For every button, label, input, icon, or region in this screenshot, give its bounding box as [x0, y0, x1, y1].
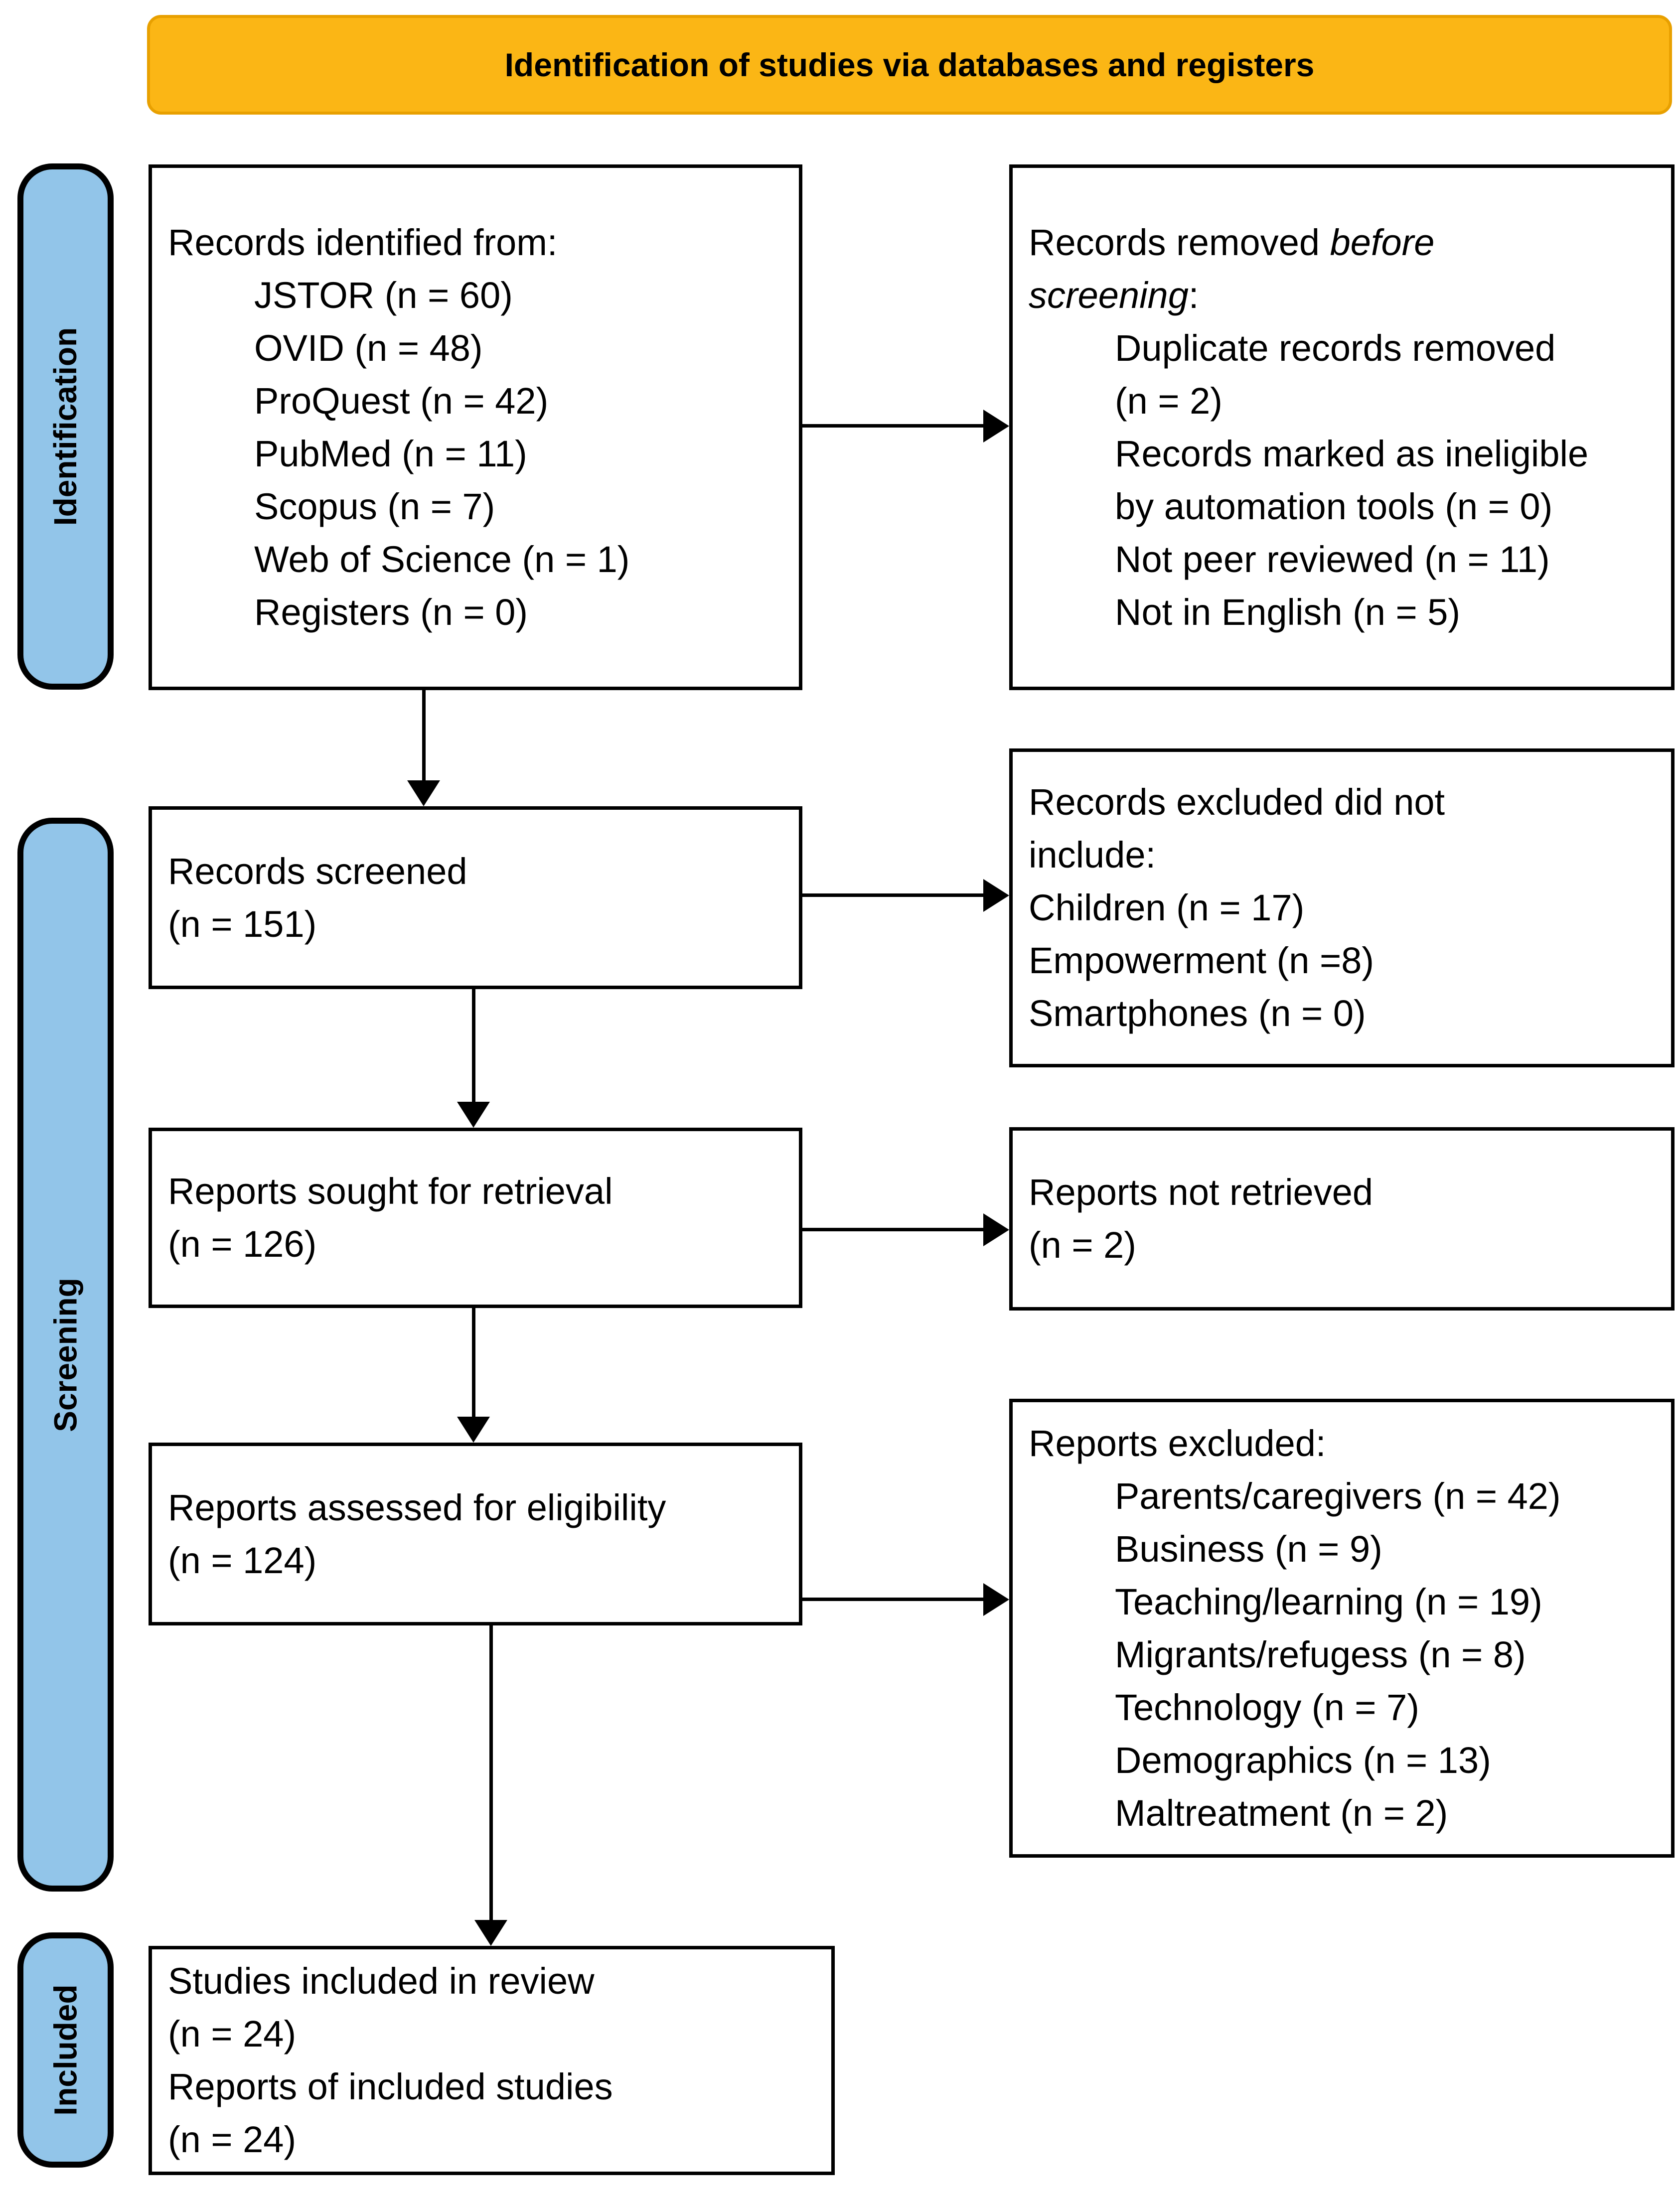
- box-reports-excluded: Reports excluded: Parents/caregivers (n =…: [1009, 1399, 1675, 1858]
- box-line: Records removed before: [1013, 216, 1671, 269]
- sidebar-bar-screening: Screening: [17, 818, 114, 1892]
- box-studies-included: Studies included in review (n = 24) Report…: [149, 1946, 835, 2175]
- arrow-identified-to-screened-head: [407, 780, 440, 806]
- box-line: (n = 24): [168, 2013, 297, 2055]
- sidebar-label-included: Included: [47, 1984, 84, 2116]
- arrow-sought-to-assessed-stem: [472, 1308, 475, 1418]
- box-line: Smartphones (n = 0): [1029, 993, 1366, 1034]
- box-line: screening:: [1013, 269, 1671, 322]
- sidebar-bar-included: Included: [17, 1932, 114, 2168]
- box-line: Demographics (n = 13): [1115, 1739, 1491, 1781]
- arrow-screened-to-excluded-head: [983, 879, 1009, 912]
- arrow-identified-to-removed-stem: [802, 424, 984, 428]
- box-line: by automation tools (n = 0): [1115, 485, 1553, 527]
- arrow-assessed-to-included-stem: [489, 1625, 493, 1921]
- box-line: OVID (n = 48): [254, 327, 483, 369]
- box-line: JSTOR (n = 60): [254, 274, 513, 316]
- box-line: Children (n = 17): [1029, 887, 1305, 928]
- arrow-assessed-to-excluded-head: [983, 1583, 1009, 1616]
- box-line: Technology (n = 7): [1115, 1686, 1419, 1728]
- box-records-screened: Records screened (n = 151): [149, 806, 802, 989]
- arrow-screened-to-sought-stem: [472, 989, 475, 1103]
- box-line: Scopus (n = 7): [254, 485, 495, 527]
- box-line: include:: [1029, 834, 1156, 876]
- box-line: (n = 124): [168, 1539, 317, 1581]
- banner-label: Identification of studies via databases …: [504, 46, 1315, 83]
- text-segment: :: [1188, 274, 1199, 316]
- arrow-identified-to-screened-stem: [422, 690, 426, 781]
- box-line: Reports of included studies: [168, 2066, 613, 2107]
- arrow-assessed-to-excluded-stem: [802, 1598, 984, 1601]
- box-line: ProQuest (n = 42): [254, 380, 549, 422]
- box-line: (n = 151): [168, 903, 317, 945]
- box-line: Studies included in review: [168, 1960, 595, 2002]
- box-line: Registers (n = 0): [254, 591, 528, 633]
- box-line: PubMed (n = 11): [254, 433, 527, 474]
- box-reports-not-retrieved: Reports not retrieved (n = 2): [1009, 1127, 1675, 1311]
- box-line: Teaching/learning (n = 19): [1115, 1581, 1542, 1622]
- box-line: Not peer reviewed (n = 11): [1115, 538, 1550, 580]
- box-line: Records identified from:: [168, 221, 558, 263]
- box-line: Reports not retrieved: [1029, 1172, 1374, 1213]
- box-records-excluded: Records excluded did not include: Children…: [1009, 748, 1675, 1067]
- box-line: Records excluded did not: [1029, 781, 1445, 823]
- box-line: Empowerment (n =8): [1029, 940, 1374, 981]
- box-line: Parents/caregivers (n = 42): [1115, 1475, 1561, 1517]
- sidebar-bar-identification: Identification: [17, 163, 114, 690]
- arrow-sought-to-not-retrieved-head: [983, 1213, 1009, 1246]
- box-line: Reports excluded:: [1029, 1422, 1326, 1464]
- arrow-sought-to-assessed-head: [457, 1417, 490, 1443]
- box-line: Reports sought for retrieval: [168, 1171, 613, 1212]
- box-line: Maltreatment (n = 2): [1115, 1792, 1448, 1834]
- arrow-assessed-to-included-head: [474, 1920, 507, 1946]
- italic-text-segment: screening: [1029, 274, 1189, 316]
- arrow-screened-to-sought-head: [457, 1102, 490, 1128]
- box-line: Migrants/refugess (n = 8): [1115, 1633, 1526, 1675]
- box-line: Records marked as ineligible: [1115, 433, 1589, 474]
- box-line: (n = 2): [1029, 1224, 1136, 1266]
- arrow-screened-to-excluded-stem: [802, 893, 984, 897]
- text-segment: Records removed: [1029, 221, 1330, 263]
- sidebar-label-identification: Identification: [47, 327, 84, 526]
- arrow-identified-to-removed-head: [983, 410, 1009, 442]
- box-records-identified: Records identified from: JSTOR (n = 60) OV…: [149, 164, 802, 690]
- box-line: Duplicate records removed: [1115, 327, 1556, 369]
- sidebar-label-screening: Screening: [47, 1277, 84, 1432]
- box-reports-sought: Reports sought for retrieval (n = 126): [149, 1128, 802, 1308]
- box-line: Web of Science (n = 1): [254, 538, 630, 580]
- box-line: (n = 24): [168, 2119, 297, 2160]
- box-line: (n = 126): [168, 1223, 317, 1265]
- banner: Identification of studies via databases …: [147, 15, 1672, 115]
- italic-text-segment: before: [1330, 221, 1435, 263]
- box-line: Records screened: [168, 850, 467, 892]
- arrow-sought-to-not-retrieved-stem: [802, 1228, 984, 1231]
- box-line: Not in English (n = 5): [1115, 591, 1461, 633]
- box-line: (n = 2): [1115, 380, 1222, 422]
- box-line: Business (n = 9): [1115, 1528, 1382, 1570]
- box-line: Reports assessed for eligibility: [168, 1486, 666, 1528]
- box-reports-assessed: Reports assessed for eligibility (n = 124…: [149, 1443, 802, 1625]
